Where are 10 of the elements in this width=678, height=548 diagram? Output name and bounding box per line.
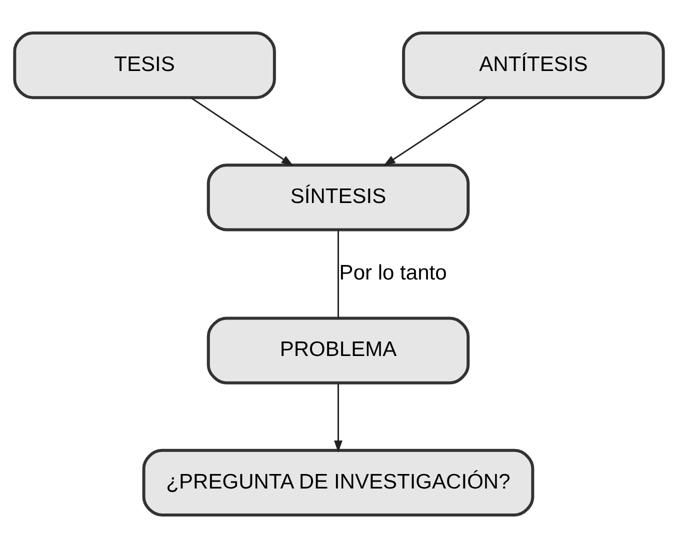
node-box: TESIS [13,32,276,100]
arrow [334,383,342,452]
node-box: PROBLEMA [206,316,470,384]
node-box: ¿PREGUNTA DE INVESTIGACIÓN? [142,448,534,516]
connector [338,230,339,318]
edge-label: Por lo tanto [339,262,447,285]
node-box: ANTÍTESIS [402,32,665,100]
node-box: SÍNTESIS [206,164,470,232]
arrow [190,97,294,166]
arrow [383,97,488,166]
